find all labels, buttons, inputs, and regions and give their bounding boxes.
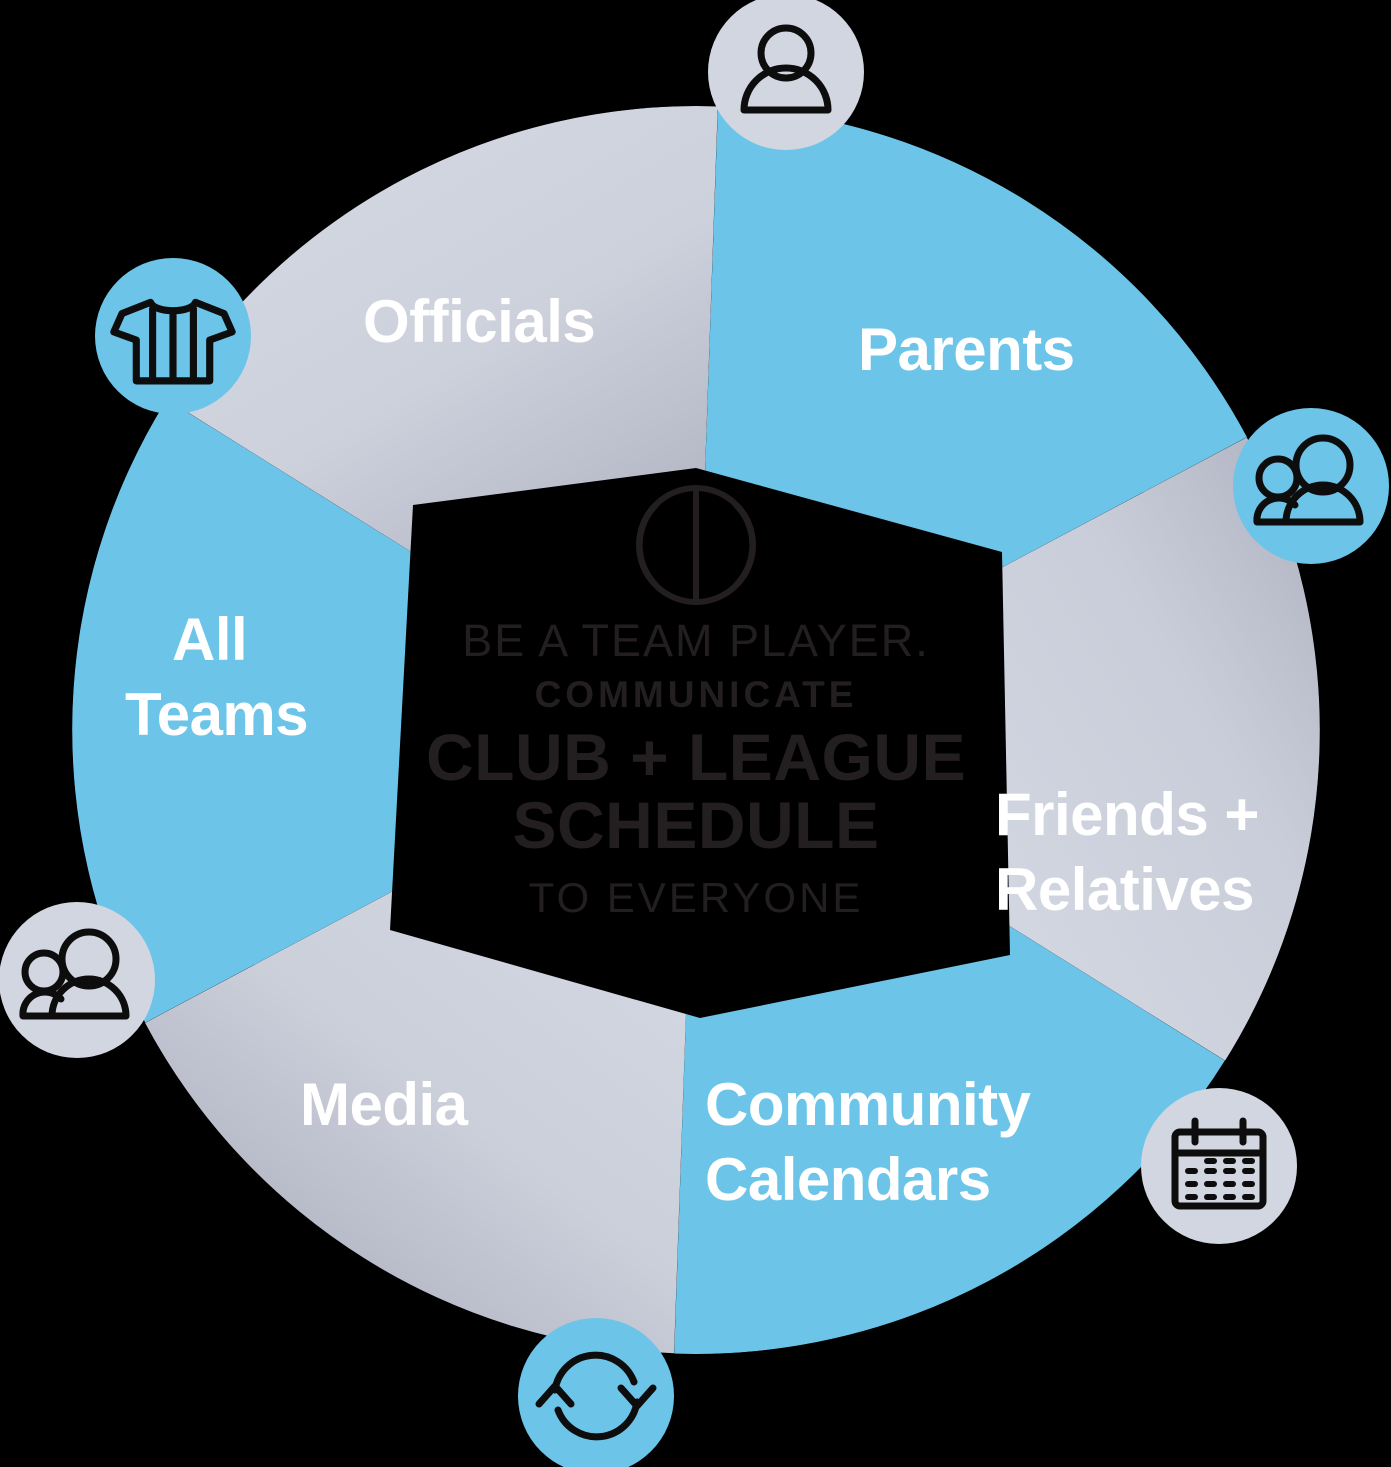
referee-jersey-icon (110, 298, 236, 385)
center-club-league: CLUB + LEAGUE (426, 720, 966, 794)
segment-label-community-calendars-1: Community (705, 1071, 1032, 1138)
badge-circle-community-calendars (1141, 1088, 1297, 1244)
badge-all-teams[interactable] (0, 902, 155, 1058)
group-people-icon (1253, 434, 1364, 526)
center-schedule: SCHEDULE (512, 788, 879, 862)
badge-circle-media (518, 1318, 674, 1467)
center-communicate: COMMUNICATE (535, 674, 858, 715)
segment-label-community-calendars-2: Calendars (705, 1146, 991, 1213)
badge-parents[interactable] (708, 0, 864, 150)
center-to-everyone: TO EVERYONE (529, 874, 864, 921)
segment-label-all-teams-1: All (172, 606, 247, 673)
badge-media[interactable] (518, 1318, 674, 1467)
refresh-sync-icon (535, 1351, 657, 1441)
badge-community-calendars[interactable] (1141, 1088, 1297, 1244)
segment-community-calendars[interactable] (696, 272, 1391, 1061)
center-tagline: BE A TEAM PLAYER. (462, 615, 930, 666)
calendar-icon (1171, 1117, 1267, 1210)
person-icon (740, 24, 832, 114)
group-people-icon (19, 928, 130, 1020)
segment-label-officials: Officials (363, 288, 595, 355)
segment-label-parents: Parents (858, 316, 1075, 383)
basketball-icon (636, 485, 756, 605)
segment-label-friends-relatives-2: Relatives (995, 856, 1254, 923)
segment-label-friends-relatives-1: Friends + (995, 781, 1259, 848)
segment-officials[interactable] (0, 399, 696, 1188)
segment-label-media: Media (300, 1071, 469, 1138)
badge-officials[interactable] (95, 258, 251, 414)
badge-friends-relatives[interactable] (1233, 408, 1389, 564)
segment-label-all-teams-2: Teams (125, 681, 308, 748)
center-hexagon (390, 468, 1010, 1018)
